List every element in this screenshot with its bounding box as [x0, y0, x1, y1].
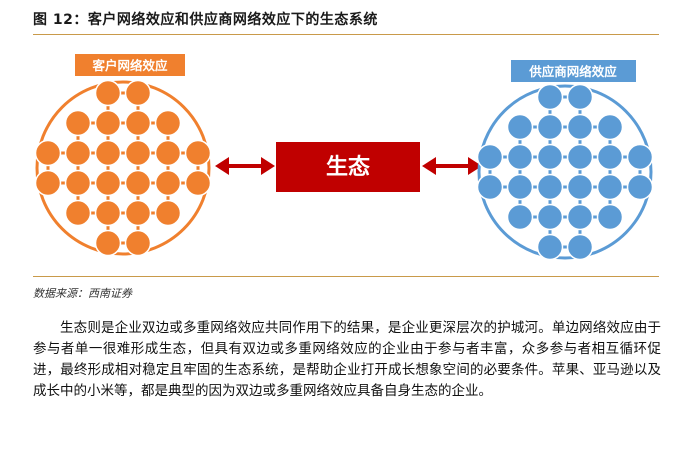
right-double-arrow: [422, 157, 482, 175]
customer-node: [64, 139, 92, 167]
figure-title: 图 12：客户网络效应和供应商网络效应下的生态系统: [33, 12, 378, 28]
supplier-node: [596, 173, 624, 201]
supplier-node: [596, 113, 624, 141]
ecosystem-diagram: 客户网络效应 生态 供应商网络效应: [34, 54, 654, 261]
source-note: 数据来源：西南证券: [33, 287, 132, 300]
customer-node: [94, 199, 122, 227]
customer-node: [124, 139, 152, 167]
customer-node: [154, 139, 182, 167]
supplier-node: [596, 203, 624, 231]
supplier-node: [536, 143, 564, 171]
customer-network-sphere: [34, 79, 212, 257]
supplier-node: [566, 233, 594, 261]
customer-node: [154, 169, 182, 197]
customer-node: [154, 199, 182, 227]
body-paragraph: 生态则是企业双边或多重网络效应共同作用下的结果，是企业更深层次的护城河。单边网络…: [33, 320, 661, 399]
supplier-node: [476, 173, 504, 201]
customer-node: [124, 169, 152, 197]
supplier-node: [536, 233, 564, 261]
customer-node: [64, 169, 92, 197]
supplier-node: [626, 143, 654, 171]
supplier-node: [626, 173, 654, 201]
ecosystem-label: 生态: [326, 154, 370, 180]
supplier-node: [566, 203, 594, 231]
customer-label-box: 客户网络效应: [75, 54, 185, 76]
customer-node: [34, 169, 62, 197]
customer-node: [94, 79, 122, 107]
ecosystem-box: 生态: [276, 142, 420, 192]
customer-label: 客户网络效应: [91, 58, 168, 73]
supplier-node: [566, 173, 594, 201]
supplier-node: [536, 113, 564, 141]
supplier-node: [476, 143, 504, 171]
customer-node-grid: [34, 79, 212, 257]
left-double-arrow: [215, 157, 275, 175]
supplier-node: [566, 113, 594, 141]
customer-node: [124, 79, 152, 107]
customer-node: [124, 199, 152, 227]
supplier-node: [506, 203, 534, 231]
customer-node: [184, 169, 212, 197]
supplier-node-grid: [476, 83, 654, 261]
supplier-node: [506, 173, 534, 201]
supplier-node: [506, 113, 534, 141]
supplier-node: [536, 203, 564, 231]
customer-node: [94, 109, 122, 137]
supplier-label-box: 供应商网络效应: [511, 60, 636, 82]
supplier-node: [536, 173, 564, 201]
customer-node: [184, 139, 212, 167]
supplier-network-sphere: [476, 83, 654, 261]
customer-node: [64, 199, 92, 227]
customer-node: [154, 109, 182, 137]
customer-node: [124, 229, 152, 257]
customer-node: [34, 139, 62, 167]
supplier-node: [596, 143, 624, 171]
customer-node: [64, 109, 92, 137]
customer-node: [94, 229, 122, 257]
customer-node: [124, 109, 152, 137]
customer-node: [94, 139, 122, 167]
customer-node: [94, 169, 122, 197]
supplier-node: [536, 83, 564, 111]
bottom-rule: [33, 276, 659, 277]
supplier-node: [506, 143, 534, 171]
supplier-label: 供应商网络效应: [528, 64, 617, 79]
supplier-node: [566, 143, 594, 171]
title-rule: [33, 34, 659, 35]
supplier-node: [566, 83, 594, 111]
